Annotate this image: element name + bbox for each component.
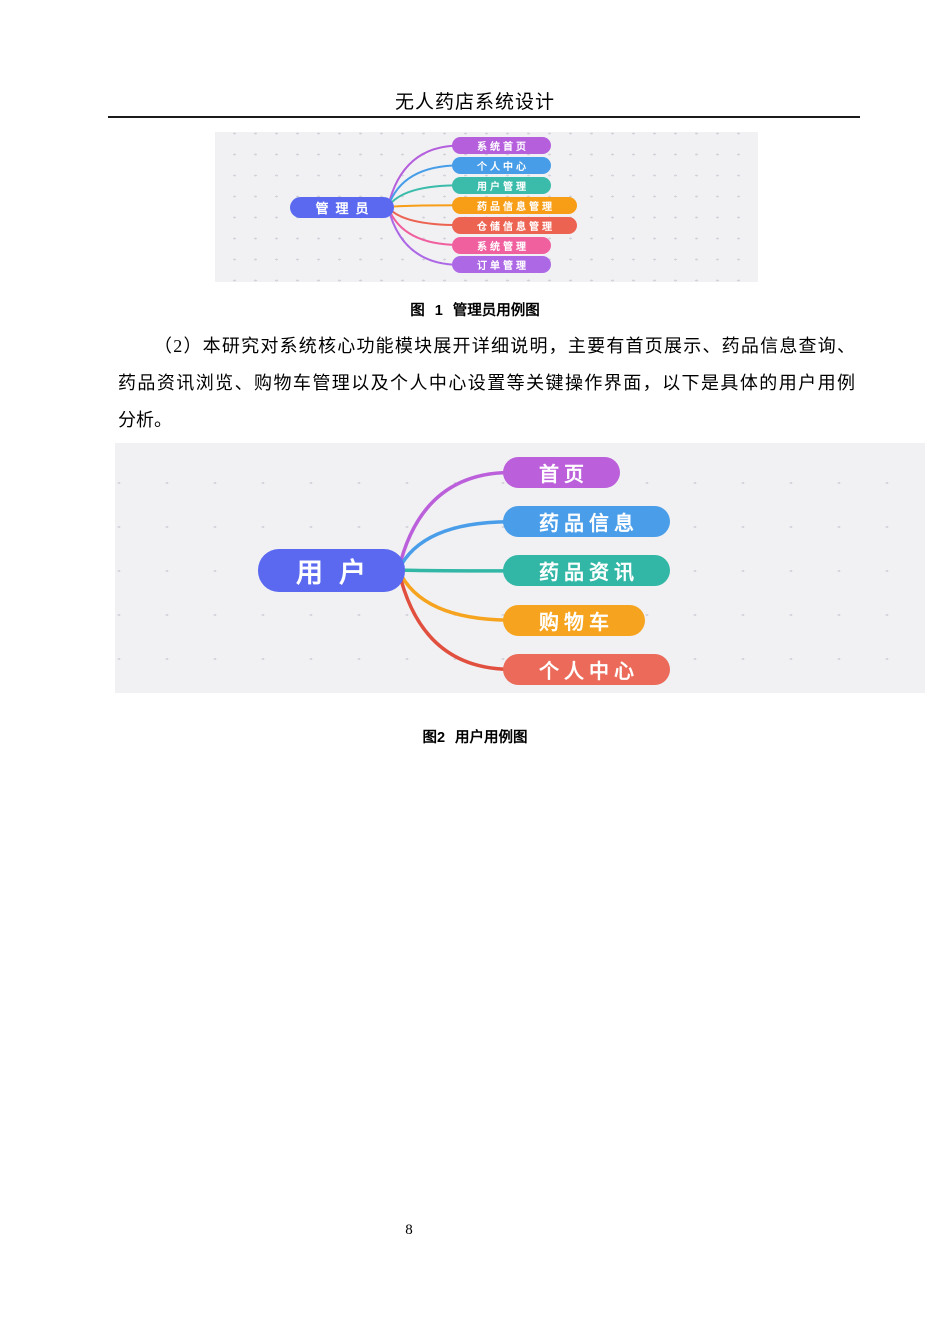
- mindmap-connectors-canvas: [396, 470, 513, 672]
- mindmap-branch-node: 药品信息管理: [452, 196, 577, 214]
- mindmap-branch-node: 药品资讯: [503, 555, 670, 587]
- mindmap-branch-node: 系统管理: [452, 236, 551, 254]
- page-header-title: 无人药店系统设计: [394, 92, 555, 113]
- mindmap-connector: [396, 568, 513, 672]
- header-rule: [108, 116, 860, 118]
- mindmap-branch-node: 系统首页: [452, 137, 551, 154]
- figure2-caption: 图2 用户用例图: [422, 730, 528, 746]
- mindmap-root-node: 管理员: [290, 196, 394, 218]
- mindmap-branch-node: 药品信息: [503, 506, 670, 538]
- mindmap-branch-node: 用户管理: [452, 176, 551, 194]
- paragraph-line: （2）本研究对系统核心功能模块展开详细说明，主要有首页展示、药品信息查询、: [154, 336, 855, 356]
- page-number: 8: [405, 1222, 413, 1238]
- mindmap-connector: [387, 164, 461, 208]
- mindmap-connector: [396, 519, 513, 572]
- mindmap-branch-node: 首页: [503, 457, 620, 488]
- mindmap-connector: [387, 206, 461, 266]
- mindmap-branch-node: 订单管理: [452, 256, 551, 274]
- mindmap-branch-node: 个人中心: [503, 653, 670, 685]
- mindmap-branch-node: 个人中心: [452, 156, 551, 174]
- mindmap-connector: [396, 470, 513, 572]
- figure1-caption: 图 1 管理员用例图: [410, 303, 540, 319]
- figure2-user-usecase-mindmap: 首页药品信息药品资讯购物车个人中心 用户: [115, 443, 925, 693]
- paragraph-line: 药品资讯浏览、购物车管理以及个人中心设置等关键操作界面，以下是具体的用户用例: [118, 373, 855, 393]
- mindmap-connector: [387, 206, 461, 227]
- paragraph-line: 分析。: [118, 410, 172, 430]
- mindmap-connector: [387, 206, 461, 246]
- mindmap-root-node: 用户: [257, 548, 405, 592]
- mindmap-connector: [396, 568, 513, 573]
- mindmap-branch-node: 购物车: [503, 604, 645, 636]
- mindmap-branch-node: 仓储信息管理: [452, 216, 577, 234]
- figure1-admin-usecase-mindmap: 系统首页个人中心用户管理药品信息管理仓储信息管理系统管理订单管理 管理员: [215, 132, 758, 282]
- mindmap-connector: [387, 144, 461, 208]
- mindmap-connector: [387, 204, 461, 208]
- body-paragraph: （2）本研究对系统核心功能模块展开详细说明，主要有首页展示、药品信息查询、 药品…: [118, 328, 855, 439]
- mindmap-connector: [396, 568, 513, 622]
